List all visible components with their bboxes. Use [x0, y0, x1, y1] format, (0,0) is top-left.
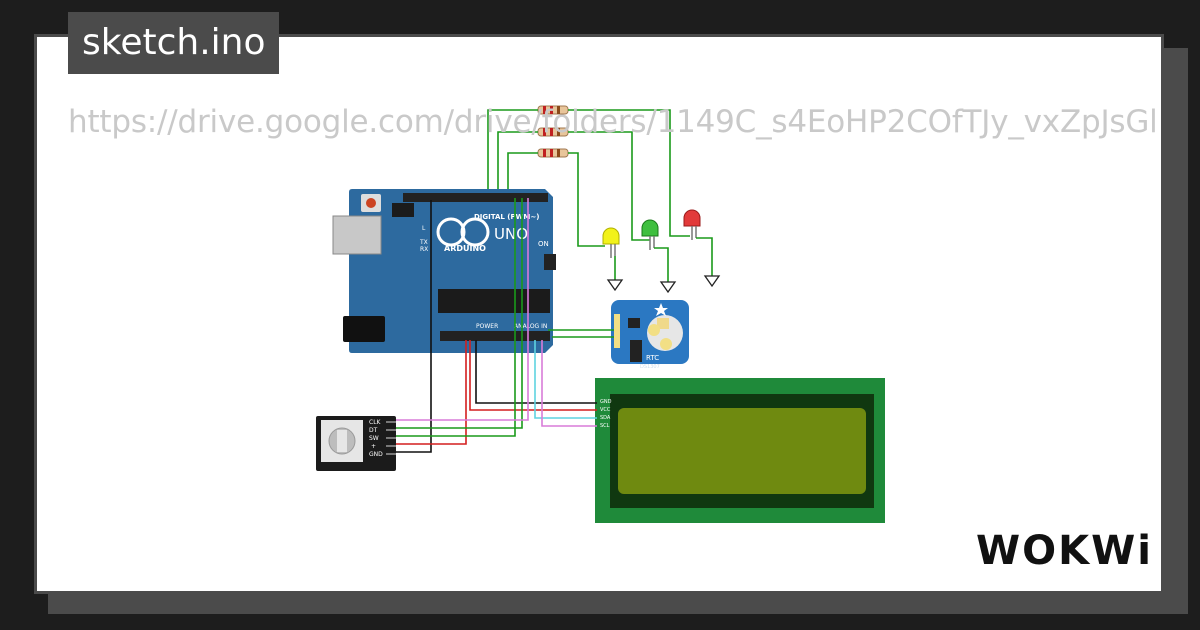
file-title: sketch.ino [68, 12, 280, 74]
svg-text:DT: DT [369, 427, 378, 434]
arduino-uno: UNO ARDUINO DIGITAL (PWM~) POWER ANALOG … [332, 189, 556, 353]
project-link: https://drive.google.com/drive/folders/1… [68, 104, 1158, 140]
led-yellow [602, 227, 620, 258]
wokwi-logo: WOKWi [976, 528, 1153, 574]
led-wires [487, 109, 690, 247]
svg-text:SCL: SCL [600, 423, 610, 429]
svg-text:RTC: RTC [646, 354, 659, 362]
svg-text:DIGITAL (PWM~): DIGITAL (PWM~) [474, 213, 539, 221]
svg-text:ARDUINO: ARDUINO [444, 244, 486, 253]
rtc-module: RTC DS1307 [611, 300, 689, 370]
led-green [641, 219, 659, 250]
resistor-1 [537, 105, 569, 115]
signal-wires [396, 198, 614, 453]
resistor-3 [537, 148, 569, 158]
ground-icon [659, 281, 677, 294]
svg-text:CLK: CLK [369, 419, 382, 426]
ground-wires [614, 237, 713, 282]
led-red [683, 209, 701, 240]
svg-text:SDA: SDA [600, 415, 611, 421]
svg-text:+: + [371, 443, 376, 450]
ground-icon [606, 279, 624, 292]
svg-text:ANALOG IN: ANALOG IN [514, 323, 547, 330]
star-icon [654, 303, 668, 316]
svg-text:POWER: POWER [476, 323, 498, 330]
svg-text:SW: SW [369, 435, 379, 442]
svg-text:GND: GND [600, 399, 612, 405]
svg-text:DS1307: DS1307 [640, 364, 660, 370]
lcd-display: GND VCC SDA SCL [595, 378, 885, 523]
svg-text:GND: GND [369, 451, 383, 458]
svg-text:UNO: UNO [494, 225, 528, 243]
svg-text:TX: TX [419, 239, 428, 246]
rotary-encoder: CLK DT SW + GND [316, 416, 396, 471]
ground-icon [703, 275, 721, 288]
svg-text:RX: RX [420, 246, 428, 253]
ground-symbols [606, 275, 721, 294]
svg-text:VCC: VCC [600, 407, 611, 413]
svg-text:ON: ON [538, 240, 549, 248]
svg-text:L: L [422, 225, 426, 232]
